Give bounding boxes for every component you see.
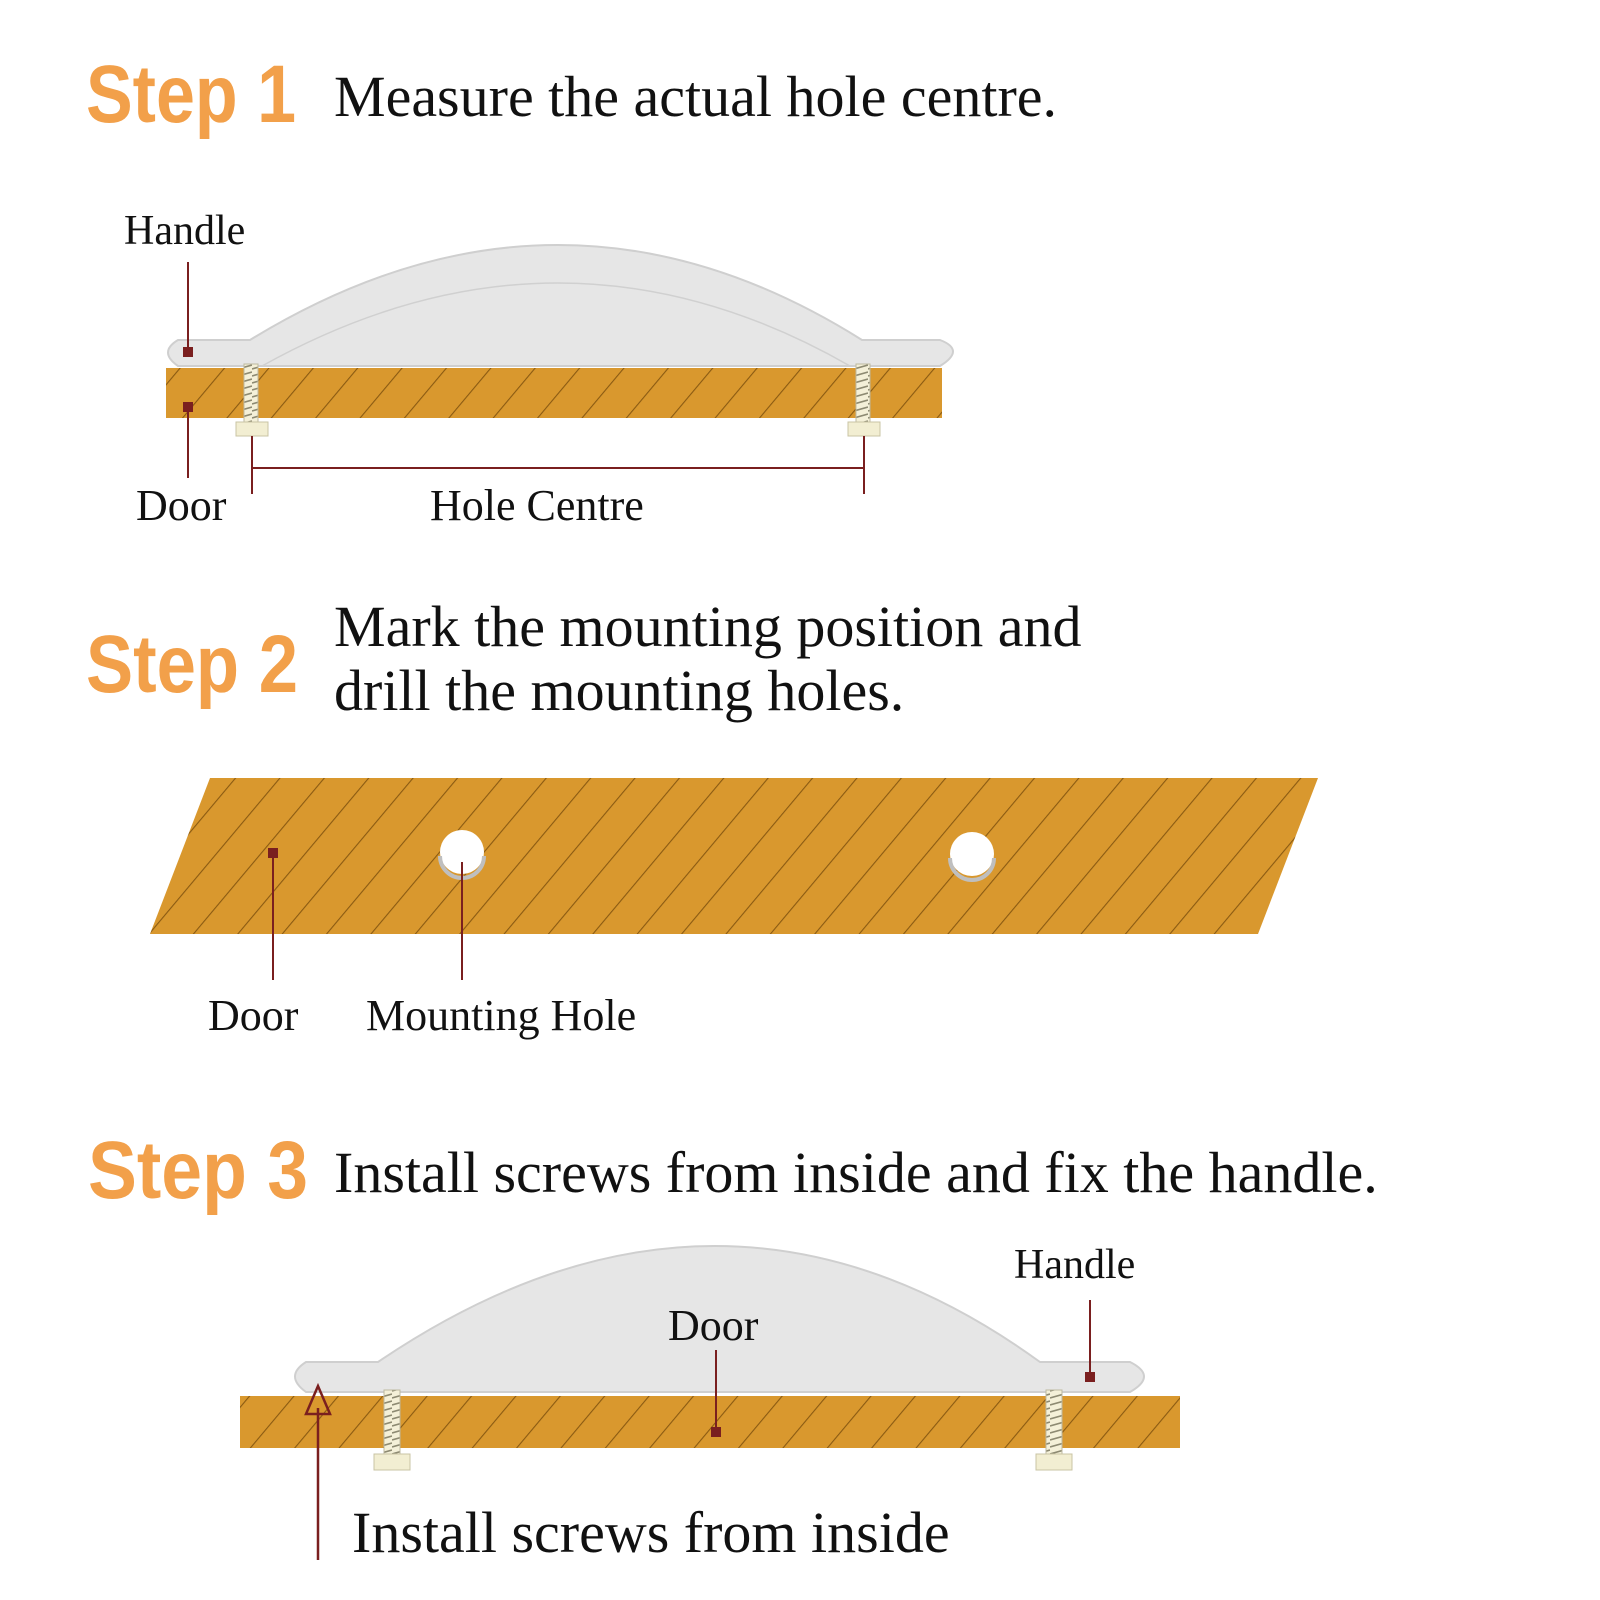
step-2-label: Step 2 [86,619,298,710]
step-1-handle-leader-dot [183,347,193,357]
step-1-screw-left [235,363,269,437]
step-3-door-callout: Door [668,1301,759,1350]
step-3-screw-right [1035,1389,1073,1471]
step-1-label: Step 1 [86,49,296,140]
step-3-install-screws-callout: Install screws from inside [352,1500,950,1565]
step-2-mounting-hole-right [948,832,996,882]
step-3-handle [294,1245,1145,1393]
step-1-door-board [166,368,942,418]
step-1-instruction: Measure the actual hole centre. [334,64,1057,129]
step-1-hole-centre-callout: Hole Centre [430,481,644,530]
step-2-mounting-hole-callout: Mounting Hole [366,991,636,1040]
step-1-door-leader-dot [183,402,193,412]
step-3-install-arrow-head [304,1382,332,1416]
step-1-handle-inner-edge [261,282,851,367]
step-3-door-leader-dot [711,1427,721,1437]
step-2-instruction-line-1: Mark the mounting position and [334,594,1082,659]
step-2-door-callout: Door [208,991,299,1040]
step-1: Step 1 Measure the actual hole centre. H… [86,49,1057,530]
step-3-label: Step 3 [88,1125,308,1216]
step-1-handle [167,244,954,367]
step-1-door-callout: Door [136,481,227,530]
step-3-instruction: Install screws from inside and fix the h… [334,1140,1378,1205]
step-3-handle-callout: Handle [1014,1242,1135,1288]
step-3-handle-leader-dot [1085,1372,1095,1382]
step-1-handle-callout: Handle [124,208,245,254]
step-3-door-board [240,1396,1180,1448]
step-2-door-board [150,778,1318,934]
step-2-instruction-line-2: drill the mounting holes. [334,658,904,723]
step-3-screw-left [373,1389,411,1471]
step-3: Step 3 Install screws from inside and fi… [88,1125,1378,1565]
step-2: Step 2 Mark the mounting position and dr… [86,594,1318,1040]
